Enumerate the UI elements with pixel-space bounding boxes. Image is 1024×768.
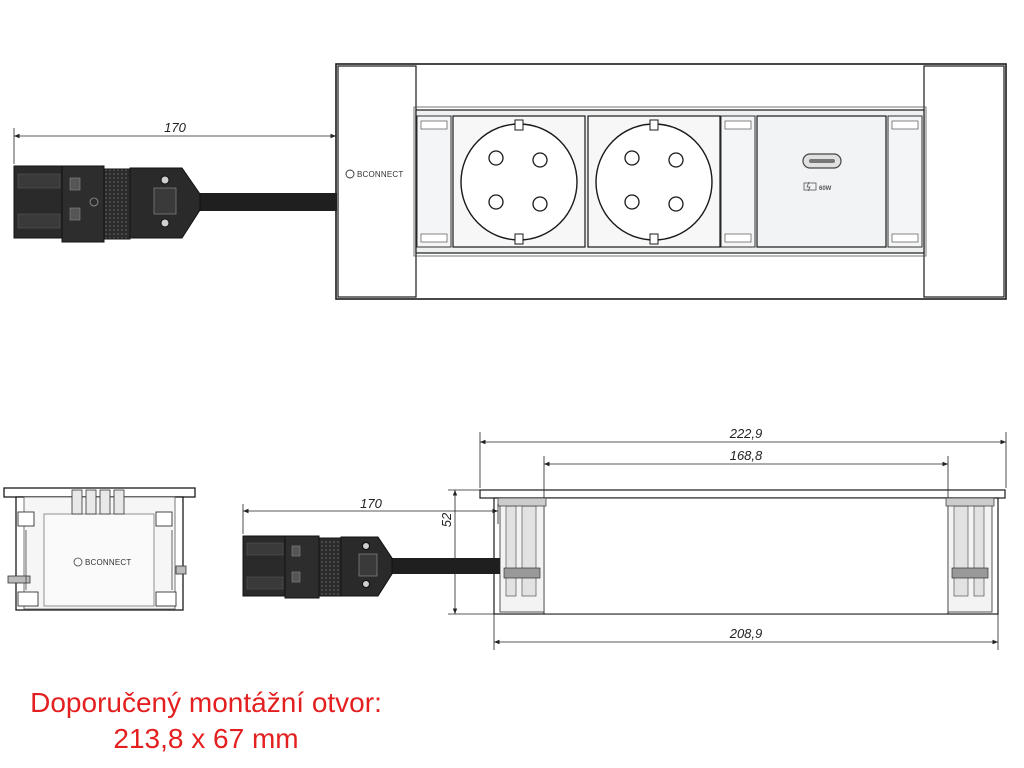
dimension-height: 52	[439, 489, 494, 615]
dimension-inner-width: 168,8	[543, 448, 949, 498]
socket-1	[452, 115, 586, 248]
dimension-body-width: 208,9	[493, 614, 999, 650]
brand-label: BCONNECT	[357, 170, 404, 179]
mounting-hole-caption-line1: Doporučený montážní otvor:	[30, 687, 382, 718]
side-view-power-unit	[479, 489, 1006, 615]
usb-c-module: 60W	[756, 115, 887, 248]
dimension-side-cable-label: 170	[360, 496, 382, 511]
end-view-brand-label: BCONNECT	[85, 558, 132, 567]
top-view-connector	[13, 165, 201, 243]
usb-power-label: 60W	[819, 186, 832, 192]
side-view-connector	[242, 535, 393, 599]
end-view: BCONNECT	[3, 487, 196, 611]
end-view-brand-icon	[73, 557, 83, 567]
mounting-hole-caption-line2: 213,8 x 67 mm	[113, 723, 299, 754]
dimension-overall-width-label: 222,9	[729, 426, 763, 441]
dimension-top-cable: 170	[13, 120, 336, 164]
dimension-side-cable: 170	[242, 496, 499, 534]
charging-icon	[803, 181, 817, 192]
dimension-height-label: 52	[439, 512, 454, 527]
socket-2	[587, 115, 721, 248]
dimension-top-cable-label: 170	[164, 120, 186, 135]
right-end-cap	[923, 65, 1005, 298]
dimension-overall-width: 222,9	[479, 426, 1007, 488]
top-view-cable	[195, 193, 337, 211]
top-view-power-unit: 60W BCONNECT	[335, 63, 1007, 300]
dimension-body-width-label: 208,9	[729, 626, 763, 641]
left-end-cap	[337, 65, 417, 298]
side-view-cable	[388, 558, 500, 574]
dimension-inner-width-label: 168,8	[730, 448, 763, 463]
brand-logo: BCONNECT	[345, 169, 404, 179]
